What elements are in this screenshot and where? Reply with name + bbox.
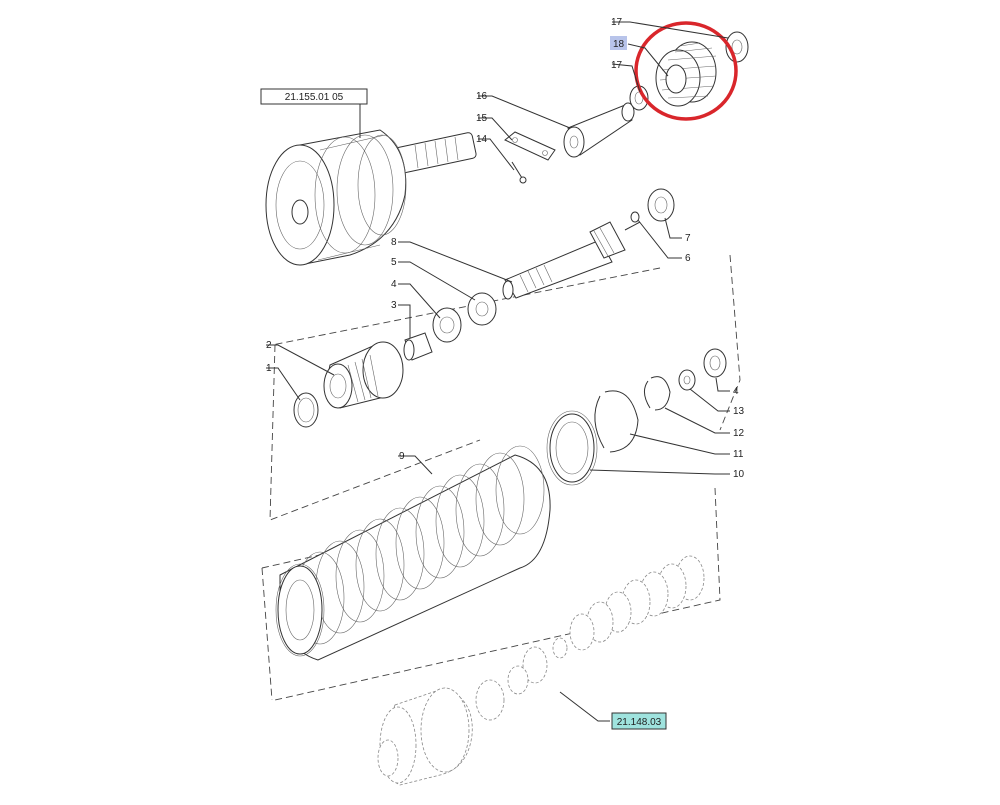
- leader-lines: [266, 21, 730, 722]
- callout-3[interactable]: 3: [391, 300, 397, 311]
- callout-10[interactable]: 10: [733, 469, 745, 480]
- clutch-drum-assembly-top: [265, 129, 477, 266]
- reference-label-bottom: 21.148.03: [617, 717, 662, 728]
- part-18-gear[interactable]: [655, 41, 717, 107]
- callout-9[interactable]: 9: [399, 451, 405, 462]
- callout-17-lower[interactable]: 17: [611, 60, 623, 71]
- part-13-washer: [678, 369, 696, 391]
- callout-18-badge: [610, 36, 627, 50]
- callout-7[interactable]: 7: [685, 233, 691, 244]
- part-4-bearing-right: [703, 348, 727, 378]
- part-6-ring: [630, 211, 640, 223]
- assembly-dashed-outline-upper: [269, 254, 741, 521]
- part-4-bearing-left: [432, 307, 462, 343]
- part-5-washer: [467, 292, 497, 326]
- callout-labels: 17 18 17 16 15 14 8 5 4 3 2 1 7 6 4 13 1…: [266, 17, 745, 480]
- part-8-main-shaft: [502, 221, 641, 300]
- reference-label-top: 21.155.01 05: [285, 92, 344, 103]
- callout-15[interactable]: 15: [476, 113, 488, 124]
- callout-18[interactable]: 18: [613, 39, 625, 50]
- callout-4-right[interactable]: 4: [733, 386, 739, 397]
- callout-13[interactable]: 13: [733, 406, 745, 417]
- callout-1[interactable]: 1: [266, 363, 272, 374]
- callout-11[interactable]: 11: [733, 449, 744, 460]
- part-2-gear-hub: [323, 341, 404, 409]
- callout-6[interactable]: 6: [685, 253, 691, 264]
- callout-4-left[interactable]: 4: [391, 279, 397, 290]
- part-14-screw: [511, 161, 527, 184]
- callout-8[interactable]: 8: [391, 237, 397, 248]
- part-9-clutch-disc-pack: [275, 445, 551, 661]
- part-1-ring: [293, 392, 319, 428]
- part-15-plate: [504, 131, 556, 161]
- callout-12[interactable]: 12: [733, 428, 745, 439]
- callout-5[interactable]: 5: [391, 257, 397, 268]
- reference-box-top[interactable]: 21.155.01 05: [260, 88, 368, 105]
- part-7-bearing: [647, 188, 675, 222]
- callout-2[interactable]: 2: [266, 340, 272, 351]
- part-11-snap-ring: [594, 390, 639, 453]
- callout-17-top[interactable]: 17: [611, 17, 623, 28]
- callout-14[interactable]: 14: [476, 134, 488, 145]
- part-12-snap-ring: [644, 376, 671, 411]
- reference-box-bottom[interactable]: 21.148.03: [611, 712, 667, 730]
- part-3-bushing: [403, 332, 433, 361]
- lower-ghost-assembly: [377, 555, 705, 786]
- part-16-pin-shaft: [563, 102, 635, 158]
- highlight-circle: [634, 21, 738, 121]
- part-10-ring-gear: [546, 410, 598, 486]
- callout-16[interactable]: 16: [476, 91, 488, 102]
